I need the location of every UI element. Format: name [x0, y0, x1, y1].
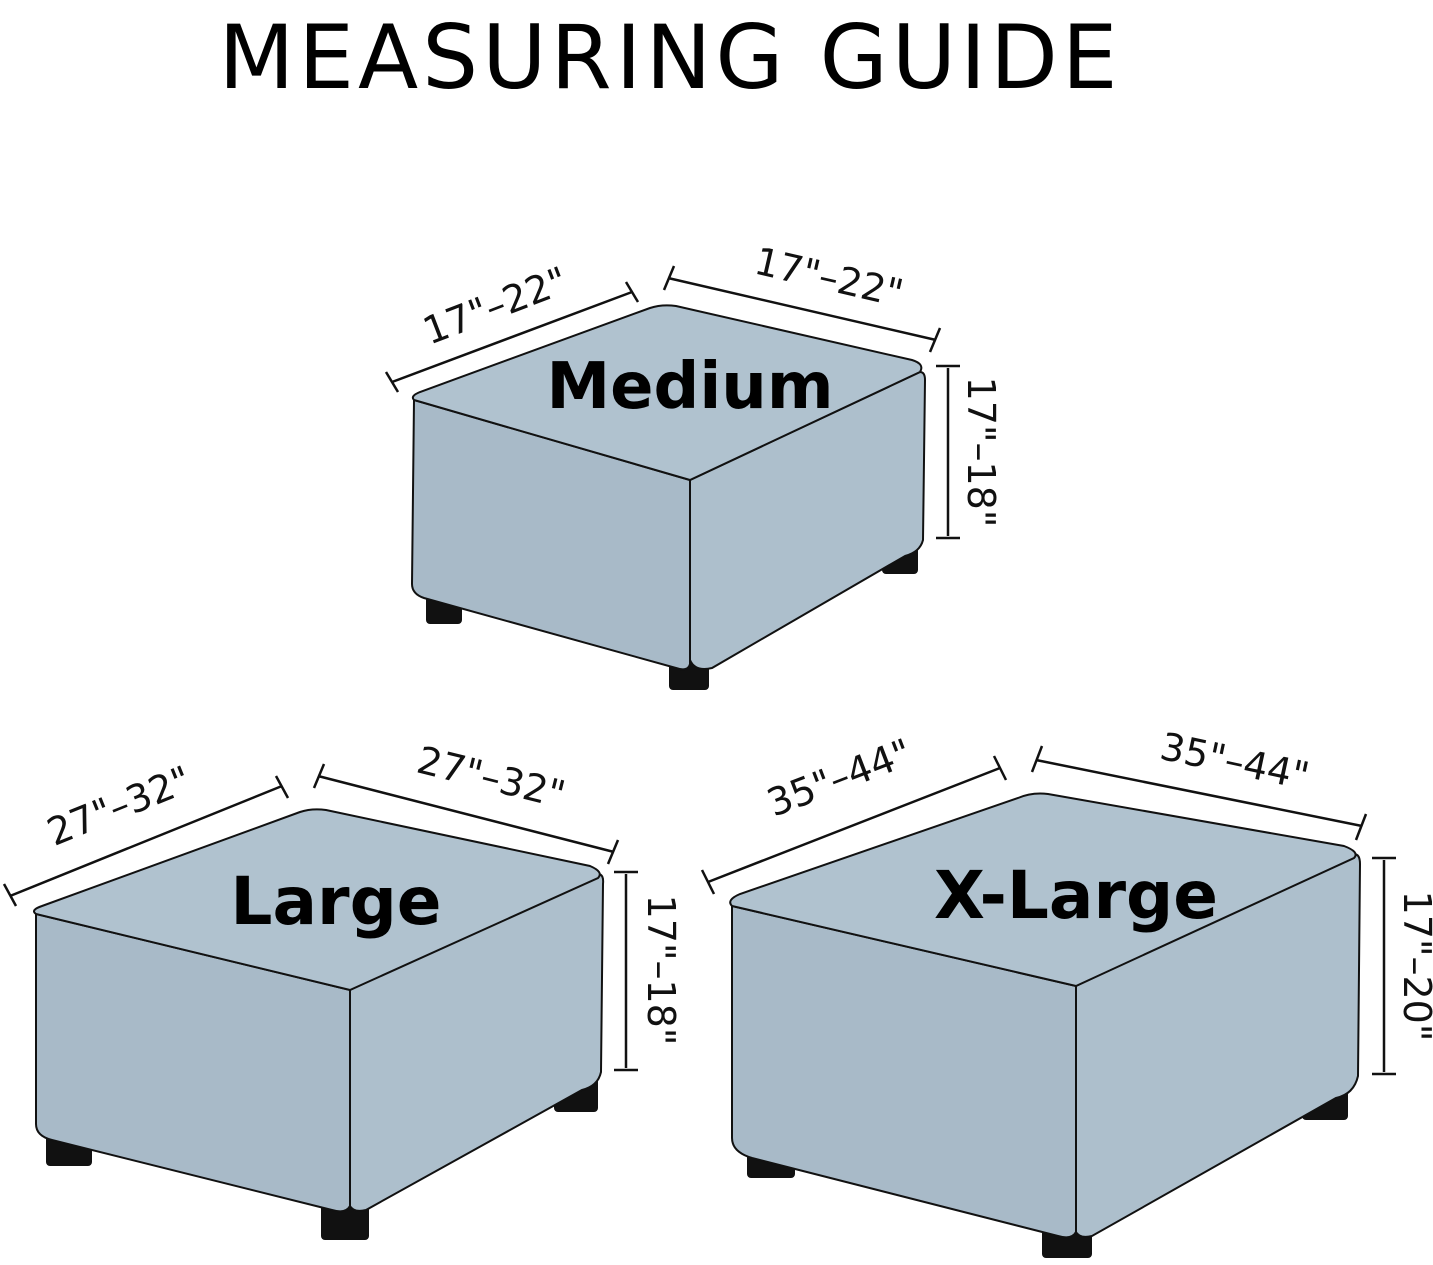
- medium-height: 17"–18": [959, 377, 1003, 528]
- large-height: 17"–18": [639, 895, 683, 1046]
- large-length: 27"–32": [41, 757, 197, 854]
- ottoman-large: 27"–32" 27"–32" 17"–18" Large: [2, 738, 683, 1240]
- medium-label: Medium: [546, 350, 833, 424]
- ottoman-xlarge: 35"–44" 35"–44" 17"–20" X-Large: [700, 724, 1433, 1258]
- xlarge-width: 35"–44": [1156, 724, 1313, 798]
- medium-width: 17"–22": [751, 239, 908, 316]
- xlarge-label: X-Large: [934, 857, 1218, 934]
- xlarge-height: 17"–20": [1395, 891, 1433, 1042]
- page-title: MEASURING GUIDE: [218, 6, 1122, 109]
- xlarge-length: 35"–44": [761, 730, 917, 825]
- medium-length: 17"–22": [417, 258, 573, 353]
- large-label: Large: [230, 863, 441, 940]
- ottoman-medium: 17"–22" 17"–22" 17"–18" Medium: [384, 239, 1003, 690]
